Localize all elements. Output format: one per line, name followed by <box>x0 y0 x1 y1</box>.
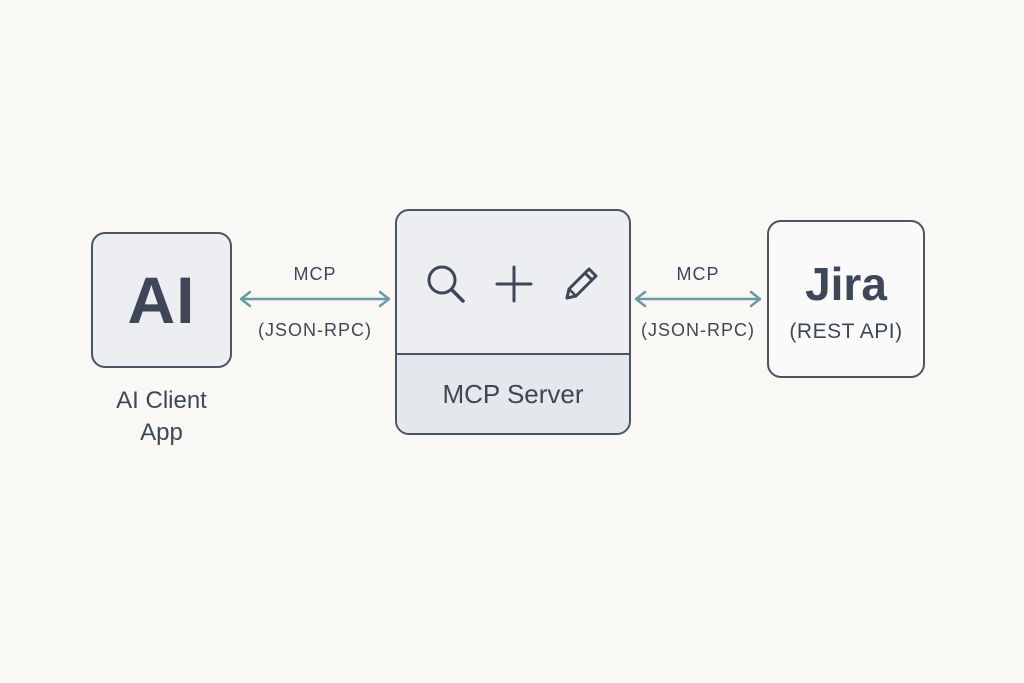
ai-client-caption-line1: AI Client <box>116 387 207 414</box>
connection-ai-to-server: MCP (JSON-RPC) <box>230 264 400 354</box>
ai-client-glyph: AI <box>127 263 196 337</box>
bidirectional-arrow <box>239 290 391 308</box>
ai-client-caption-line2: App <box>140 419 183 446</box>
mcp-server-box: MCP Server <box>395 209 631 435</box>
plus-icon <box>495 265 533 303</box>
ai-client-caption: AI Client App <box>91 385 232 449</box>
pencil-icon <box>565 267 598 300</box>
jira-title: Jira <box>805 258 887 310</box>
mcp-server-title: MCP Server <box>397 355 629 433</box>
ai-client-box: AI <box>91 232 232 368</box>
jira-box: Jira (REST API) <box>767 220 925 378</box>
server-divider <box>397 353 629 356</box>
bidirectional-arrow <box>634 290 762 308</box>
server-tools-panel <box>397 211 629 353</box>
search-icon <box>427 265 465 303</box>
connection-label: MCP <box>676 264 720 284</box>
jira-subtitle: (REST API) <box>789 320 903 343</box>
connection-sublabel: (JSON-RPC) <box>258 320 372 340</box>
connection-sublabel: (JSON-RPC) <box>641 320 755 340</box>
connection-label: MCP <box>293 264 337 284</box>
connection-server-to-jira: MCP (JSON-RPC) <box>627 264 769 354</box>
